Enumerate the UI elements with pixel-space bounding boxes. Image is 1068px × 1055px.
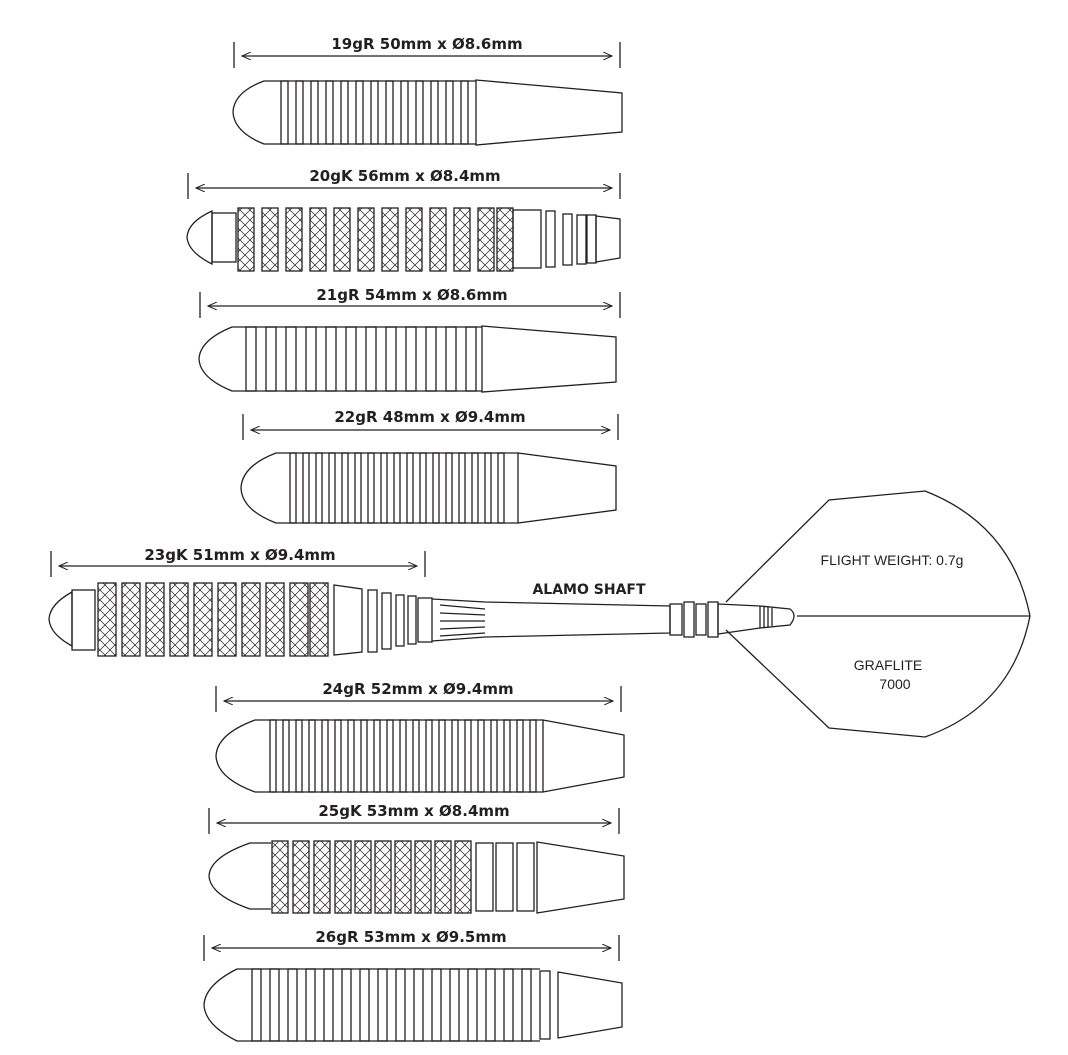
dart-dimension-label: 25gK 53mm x Ø8.4mm xyxy=(318,802,509,820)
barrel-outline xyxy=(215,719,625,793)
dimension-line xyxy=(208,808,620,834)
grip-rings xyxy=(245,326,482,392)
dimension-line xyxy=(203,935,620,961)
shaft xyxy=(431,598,795,642)
knurled-rings xyxy=(97,582,329,657)
grip-rings xyxy=(269,719,543,793)
dart-dimension-label: 19gR 50mm x Ø8.6mm xyxy=(331,35,522,53)
dart-21gR: 21gR 54mm x Ø8.6mm xyxy=(198,286,621,393)
dart-dimension-label: 20gK 56mm x Ø8.4mm xyxy=(309,167,500,185)
barrel-outline xyxy=(203,968,623,1042)
dimension-line xyxy=(215,686,622,712)
dart-25gK: 25gK 53mm x Ø8.4mm xyxy=(208,802,625,914)
dart-20gK: 20gK 56mm x Ø8.4mm xyxy=(186,167,621,272)
dimension-line xyxy=(242,414,619,440)
dart-dimension-label: 26gR 53mm x Ø9.5mm xyxy=(315,928,506,946)
dart-dimension-label: 21gR 54mm x Ø8.6mm xyxy=(316,286,507,304)
barrel-outline xyxy=(240,452,617,524)
grip-rings xyxy=(280,80,476,145)
dart-23gK-assembled: 23gK 51mm x Ø9.4mm xyxy=(48,490,1031,738)
barrel-outline xyxy=(232,79,623,146)
flight xyxy=(725,490,1031,738)
barrel-outline xyxy=(198,325,617,393)
knurled-rings xyxy=(237,207,514,272)
grip-rings xyxy=(251,968,540,1042)
flight-name-label: GRAFLITE xyxy=(854,657,922,673)
flight-weight-label: FLIGHT WEIGHT: 0.7g xyxy=(821,552,964,568)
dimension-line xyxy=(187,173,621,199)
dart-19gR: 19gR 50mm x Ø8.6mm xyxy=(232,35,623,146)
dart-24gR: 24gR 52mm x Ø9.4mm xyxy=(215,680,625,793)
dart-22gR: 22gR 48mm x Ø9.4mm xyxy=(240,408,619,524)
dimension-line xyxy=(233,42,621,68)
barrel-outline xyxy=(48,582,433,657)
dimension-line xyxy=(50,551,426,577)
barrel-outline xyxy=(208,840,625,914)
flight-model-label: 7000 xyxy=(879,676,910,692)
dart-dimension-label: 24gR 52mm x Ø9.4mm xyxy=(322,680,513,698)
knurled-rings xyxy=(271,840,472,914)
dart-dimension-label: 23gK 51mm x Ø9.4mm xyxy=(144,546,335,564)
dart-26gR: 26gR 53mm x Ø9.5mm xyxy=(203,928,623,1042)
dimension-line xyxy=(199,292,621,318)
shaft-label: ALAMO SHAFT xyxy=(532,582,645,598)
dart-dimension-label: 22gR 48mm x Ø9.4mm xyxy=(334,408,525,426)
barrel-outline xyxy=(186,207,621,272)
grip-rings xyxy=(289,452,518,524)
